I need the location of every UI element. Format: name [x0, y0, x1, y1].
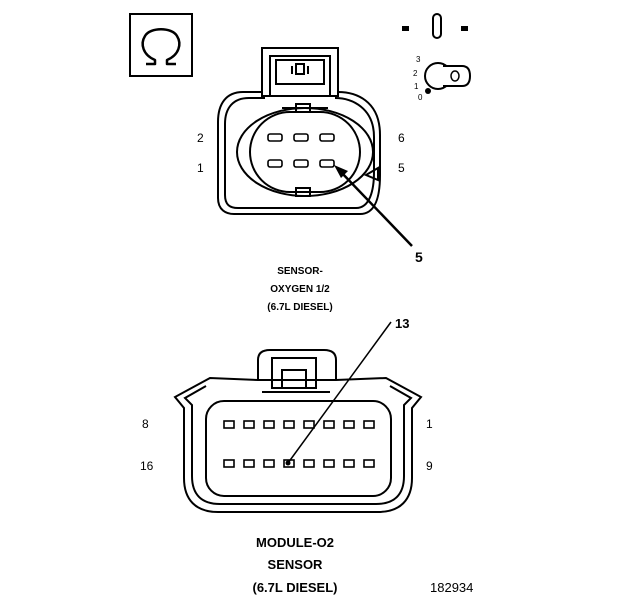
pin-16: [223, 459, 235, 468]
key-position-3: 3: [416, 55, 421, 64]
key-position-2: 2: [413, 69, 418, 78]
module-caption-line-1: MODULE-O2: [256, 535, 334, 550]
key-position-0: 0: [418, 93, 423, 102]
pin-13: [283, 459, 295, 468]
module-o2-pins: [223, 420, 375, 468]
pin-label-2: 2: [197, 131, 204, 145]
callout-arrow-pin-5: [334, 165, 413, 247]
pin-3: [323, 420, 335, 429]
sensor-oxygen-pins: [267, 133, 335, 168]
module-o2-connector: [173, 349, 423, 513]
figure-number: 182934: [430, 580, 474, 595]
module-caption-line-2: SENSOR: [267, 557, 323, 572]
pin-14: [263, 459, 275, 468]
pin-2: [343, 420, 355, 429]
module-caption-line-3: (6.7L DIESEL): [252, 580, 338, 595]
pin-label-6: 6: [398, 131, 405, 145]
sensor-oxygen-connector: [217, 47, 381, 215]
callout-label-5: 5: [415, 249, 423, 265]
pin-9: [363, 459, 375, 468]
callout-line-pin-13: [285, 321, 392, 466]
pin-7: [243, 420, 255, 429]
pin-3: [293, 159, 309, 168]
pin-10: [343, 459, 355, 468]
sensor-caption-line-2: OXYGEN 1/2: [270, 284, 330, 295]
pin-1: [267, 159, 283, 168]
pin-label-8: 8: [142, 417, 149, 431]
pin-label-1: 1: [197, 161, 204, 175]
pin-label-16: 16: [140, 459, 154, 473]
key-position-1: 1: [414, 82, 419, 91]
pin-4: [293, 133, 309, 142]
sensor-caption-line-3: (6.7L DIESEL): [267, 302, 333, 313]
pin-5: [283, 420, 295, 429]
pin-12: [303, 459, 315, 468]
pin-label-9: 9: [426, 459, 433, 473]
ohm-icon: [129, 13, 193, 77]
pin-5: [319, 159, 335, 168]
pin-6: [319, 133, 335, 142]
pin-4: [303, 420, 315, 429]
ignition-key-icon: [402, 13, 472, 94]
pin-8: [223, 420, 235, 429]
pin-1: [363, 420, 375, 429]
callout-label-13: 13: [395, 316, 410, 331]
pin-15: [243, 459, 255, 468]
pin-label-5: 5: [398, 161, 405, 175]
pin-11: [323, 459, 335, 468]
pin-6: [263, 420, 275, 429]
pin-label-1: 1: [426, 417, 433, 431]
pin-2: [267, 133, 283, 142]
sensor-caption-line-1: SENSOR-: [277, 266, 323, 277]
